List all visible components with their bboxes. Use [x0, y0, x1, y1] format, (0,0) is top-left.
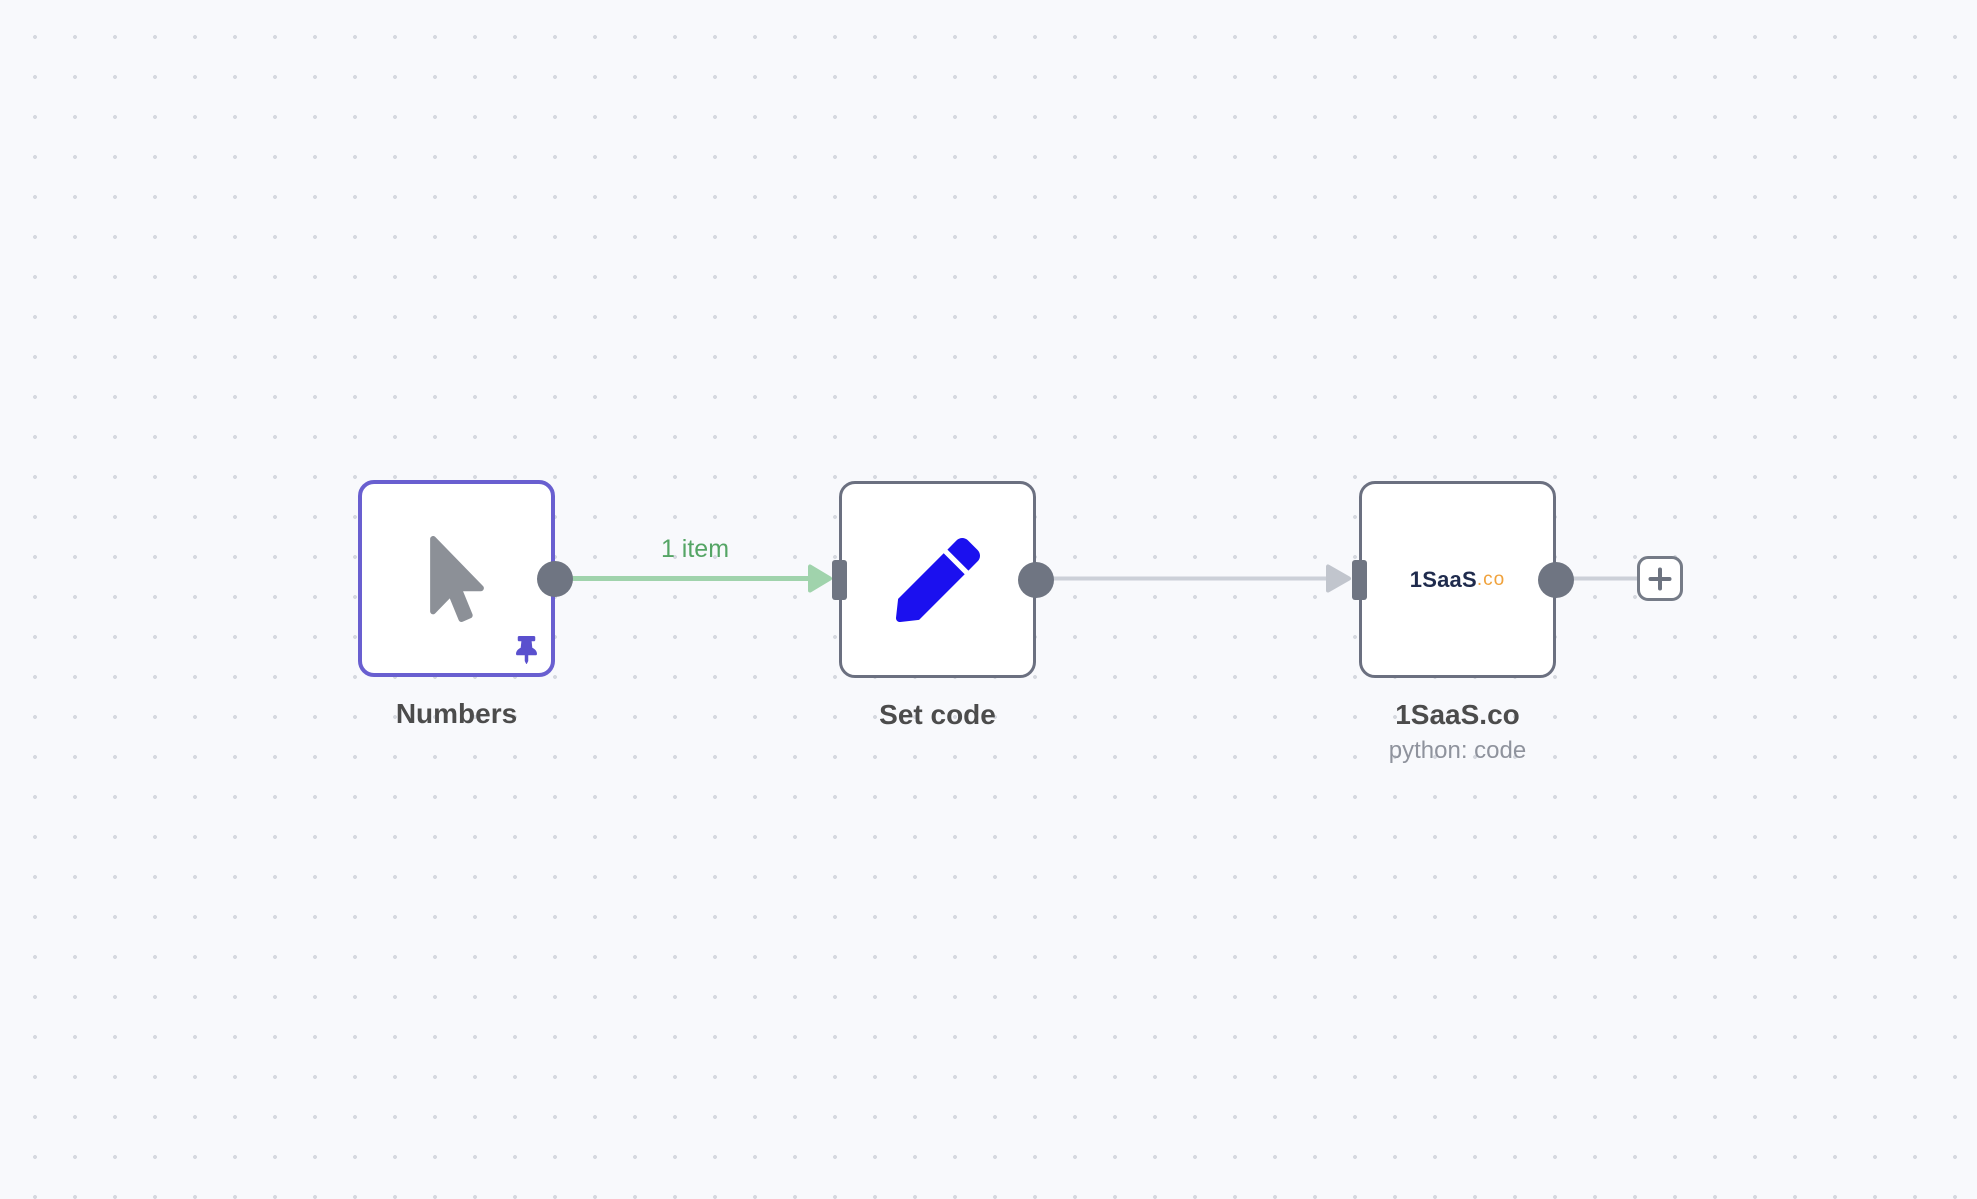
node-label: Numbers: [395, 698, 518, 729]
node-label: 1SaaS.co: [1395, 699, 1520, 730]
connection-items-label: 1 item: [660, 535, 730, 563]
output-connector[interactable]: [537, 560, 573, 597]
pencil-icon: [895, 537, 980, 622]
plus-icon: [1648, 567, 1672, 590]
input-connector[interactable]: [832, 559, 847, 600]
node-numbers-box[interactable]: [358, 480, 573, 677]
connection-arrow-gray-icon: [1326, 564, 1351, 593]
input-connector[interactable]: [1352, 559, 1367, 600]
node-set-code: Set code: [832, 481, 1054, 730]
mouse-pointer-icon: [429, 535, 484, 622]
node-label: Set code: [879, 699, 996, 730]
add-node-button[interactable]: [1637, 556, 1683, 601]
output-connector[interactable]: [1018, 561, 1054, 598]
node-numbers: Numbers: [358, 480, 573, 729]
node-1saas-box[interactable]: 1SaaS.co: [1352, 481, 1574, 678]
pin-icon: [516, 636, 537, 665]
connection-arrow-green-icon: [808, 564, 832, 593]
output-connector[interactable]: [1538, 561, 1574, 598]
node-1saas: 1SaaS.co 1SaaS.co python: code: [1352, 481, 1574, 764]
node-subtitle: python: code: [1388, 737, 1527, 764]
node-set-code-box[interactable]: [832, 481, 1054, 678]
1saas-logo: 1SaaS.co: [1410, 567, 1505, 593]
logo-text: 1SaaS: [1409, 566, 1477, 592]
logo-suffix: .co: [1476, 568, 1506, 590]
